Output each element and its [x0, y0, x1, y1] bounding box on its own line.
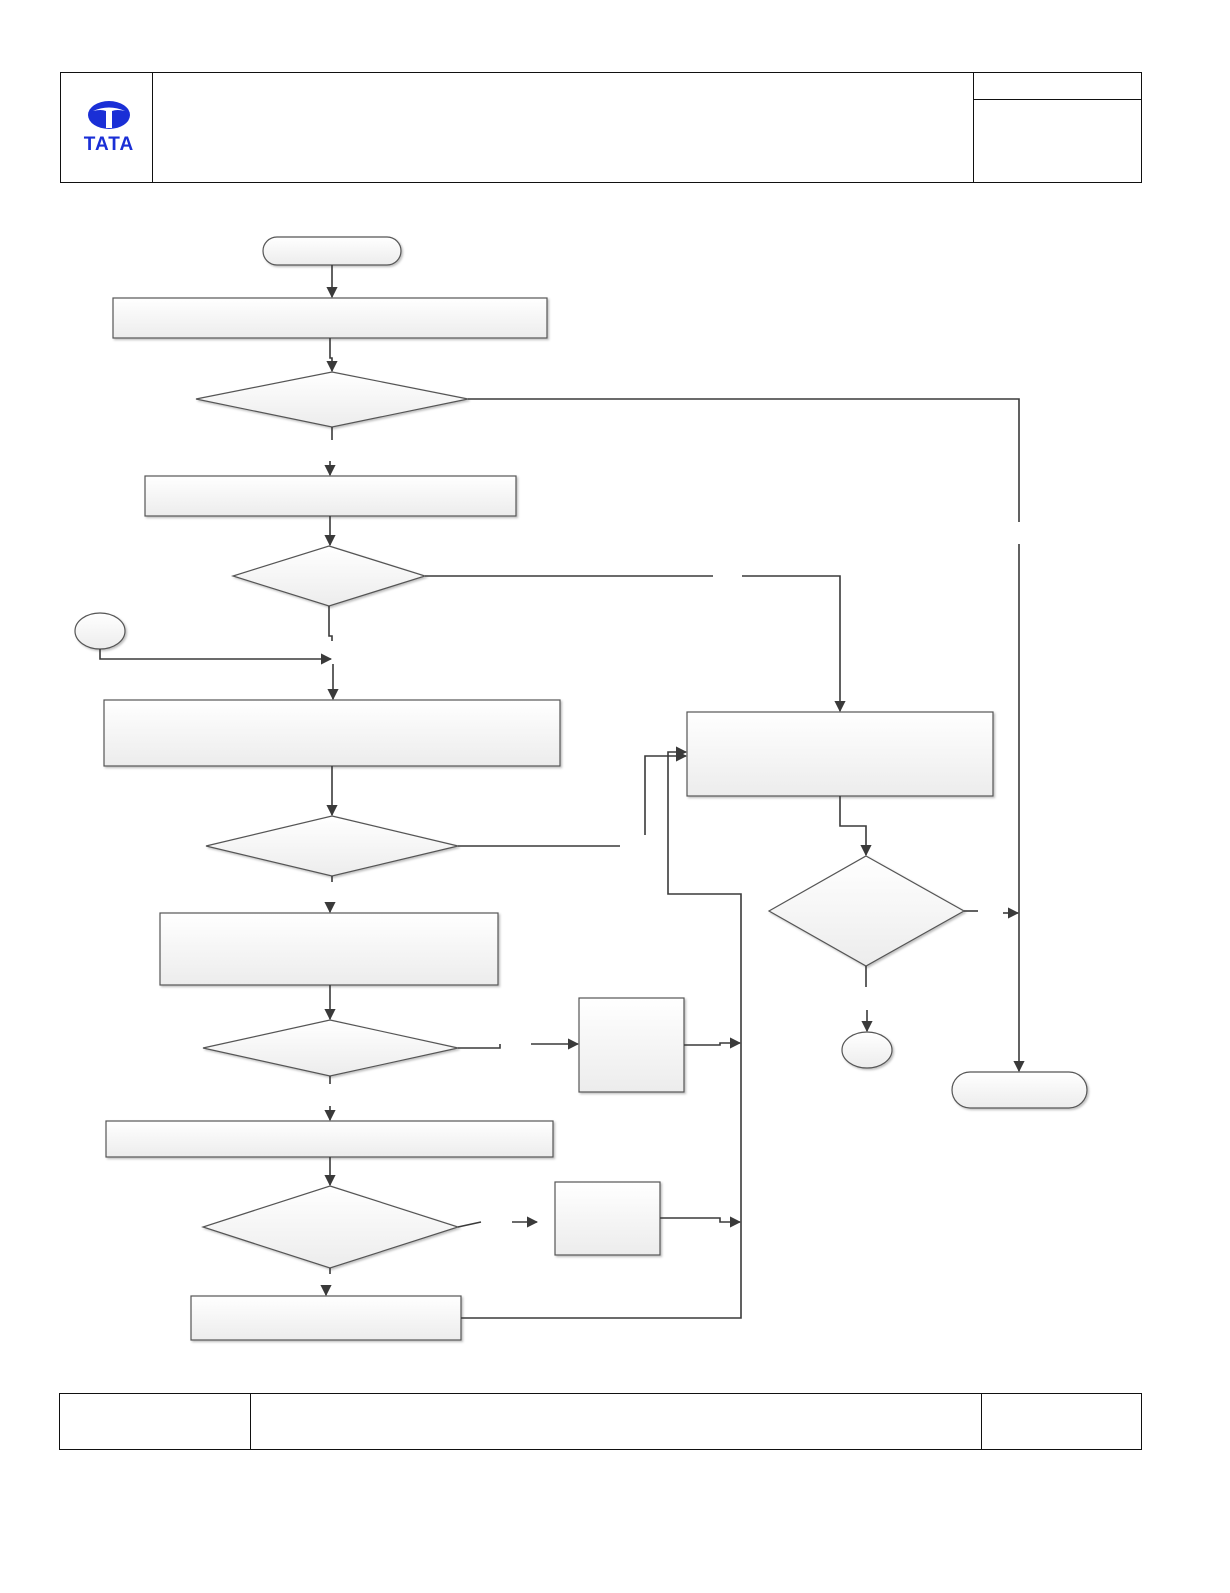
- footer-center-cell: [250, 1393, 982, 1450]
- process-box-3: [103, 699, 561, 767]
- decision-1: [195, 371, 469, 428]
- edge-d4-right-a: [458, 1044, 501, 1049]
- process-box-4: [159, 912, 499, 986]
- connector-out: [841, 1031, 893, 1069]
- decision-4: [202, 1019, 459, 1077]
- edge-connector-in: [99, 649, 333, 665]
- edge-d2-right-b: [742, 575, 846, 713]
- footer-right-cell: [981, 1393, 1142, 1450]
- edge-collector: [461, 746, 742, 1319]
- edge-d5-right-a: [457, 1221, 482, 1228]
- process-box-5: [105, 1120, 554, 1158]
- process-box-6: [190, 1295, 462, 1341]
- tata-logo: TATA: [78, 100, 140, 156]
- start-terminal: [262, 236, 402, 266]
- edge-feedback-a: [644, 750, 688, 835]
- edge-d2-stub: [328, 606, 333, 641]
- connector-in: [74, 612, 126, 650]
- header-title-cell: [152, 72, 974, 183]
- header-info-bottom-cell: [973, 99, 1142, 183]
- decision-right: [767, 855, 966, 967]
- decision-2: [230, 545, 428, 607]
- side-box-1: [578, 997, 685, 1093]
- edge-pr-dr: [839, 796, 872, 857]
- side-box-2: [554, 1181, 661, 1256]
- edge-sb2-collector: [660, 1216, 742, 1228]
- tata-logo-icon: [88, 101, 130, 129]
- process-box-right: [686, 711, 994, 797]
- end-terminal: [951, 1071, 1088, 1109]
- process-box-1: [112, 297, 548, 339]
- edge-sb1-collector: [684, 1037, 742, 1049]
- edge-p1-d1: [326, 338, 338, 373]
- process-box-2: [144, 475, 517, 517]
- decision-5: [201, 1185, 460, 1269]
- edge-d1-right: [468, 398, 1020, 522]
- logo-wordmark: TATA: [83, 134, 135, 155]
- decision-3: [205, 815, 459, 877]
